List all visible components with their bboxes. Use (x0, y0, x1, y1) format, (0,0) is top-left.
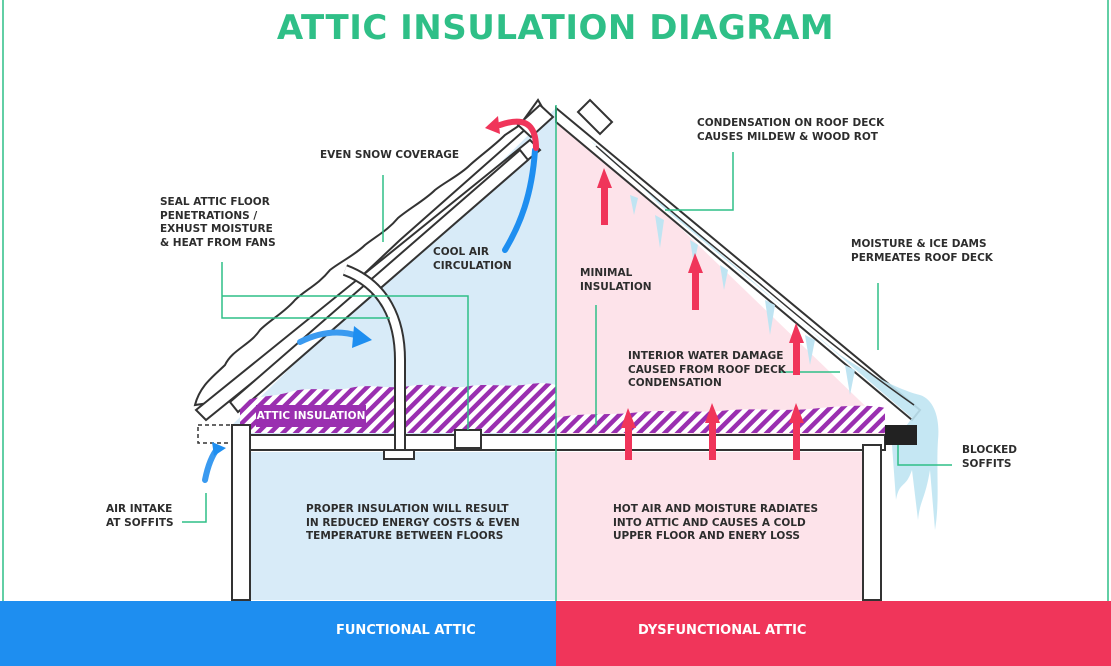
left-wall (231, 424, 251, 601)
leader-lines (182, 152, 952, 523)
ridge-vent-right (576, 98, 614, 136)
condensation-label: CONDENSATION ON ROOF DECK CAUSES MILDEW … (697, 117, 885, 143)
page-title: ATTIC INSULATION DIAGRAM (276, 8, 835, 48)
functional-attic-label: FUNCTIONAL ATTIC (336, 623, 476, 638)
even-snow-left (193, 98, 547, 407)
proper-insulation-text: PROPER INSULATION WILL RESULT IN REDUCED… (306, 503, 520, 542)
blocked-soffit (885, 425, 917, 445)
hot-air-arrows (597, 168, 804, 460)
minimal-insulation (556, 405, 885, 433)
functional-footer (0, 601, 556, 666)
minimal-insulation-label: MINIMAL INSULATION (580, 267, 652, 293)
dysfunctional-attic-label: DYSFUNCTIONAL ATTIC (638, 623, 807, 638)
exhaust-arrow (485, 116, 539, 151)
icicles (630, 195, 855, 395)
air-intake-label: AIR INTAKE AT SOFFITS (106, 503, 174, 529)
right-wall (862, 444, 882, 601)
attic-insulation-badge: ATTIC INSULATION (256, 405, 366, 427)
attic-floor (231, 434, 886, 451)
seal-attic-label: SEAL ATTIC FLOOR PENETRATIONS / EXHUST M… (160, 196, 276, 249)
even-snow-label: EVEN SNOW COVERAGE (320, 149, 460, 161)
interior-water-label: INTERIOR WATER DAMAGE CAUSED FROM ROOF D… (628, 350, 786, 389)
open-soffit (197, 424, 233, 444)
moisture-ice-label: MOISTURE & ICE DAMS PERMEATES ROOF DECK (851, 238, 993, 264)
blocked-soffits-label: BLOCKED SOFFITS (962, 444, 1017, 470)
cool-living-area (250, 452, 556, 600)
ridge-vent-left (516, 103, 555, 139)
cool-air-arrows (202, 147, 538, 483)
warm-living-area (556, 452, 863, 600)
cool-air-label: COOL AIR CIRCULATION (433, 246, 512, 272)
dysfunctional-footer (556, 601, 1111, 666)
hot-air-text: HOT AIR AND MOISTURE RADIATES INTO ATTIC… (613, 503, 819, 542)
ceiling-penetration (454, 429, 482, 449)
